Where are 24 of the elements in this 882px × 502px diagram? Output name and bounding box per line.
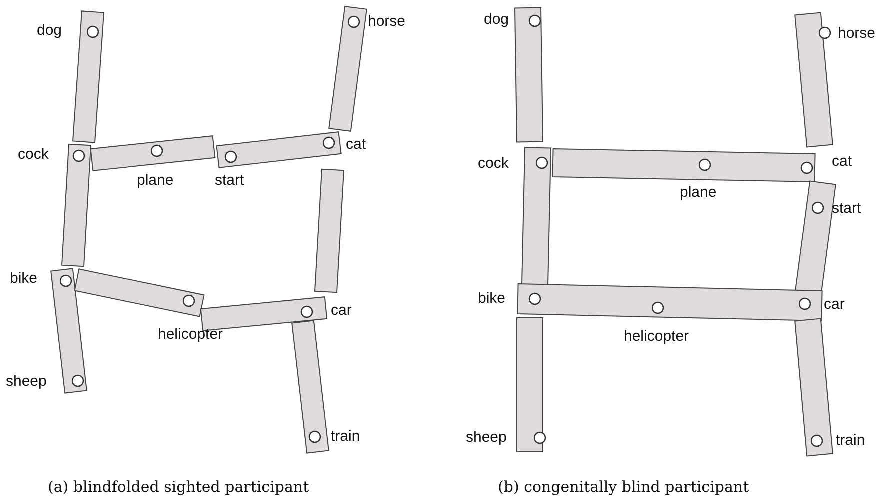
pin-label: cat bbox=[832, 153, 852, 171]
figure-caption: (b) congenitally blind participant bbox=[498, 478, 750, 496]
pin-label: cat bbox=[346, 136, 366, 154]
pin-label: bike bbox=[10, 270, 38, 288]
pin-label: cock bbox=[18, 146, 49, 164]
pin-label: cock bbox=[478, 155, 509, 173]
pin-label: helicopter bbox=[158, 326, 224, 344]
pin-label: horse bbox=[838, 25, 876, 43]
pin-label: helicopter bbox=[624, 328, 690, 346]
pin-label: sheep bbox=[6, 373, 47, 391]
pin-label: train bbox=[836, 432, 866, 450]
figure-caption: (a) blindfolded sighted participant bbox=[48, 478, 310, 496]
pin-label: train bbox=[331, 428, 360, 446]
pin-label: horse bbox=[368, 13, 406, 31]
pin-label: dog bbox=[484, 11, 510, 29]
pin-label: start bbox=[215, 172, 244, 190]
pin-label: car bbox=[824, 296, 845, 314]
pin-label: bike bbox=[478, 290, 506, 308]
pin-label: dog bbox=[37, 22, 62, 40]
pin-label: start bbox=[832, 200, 862, 218]
pin-label: plane bbox=[137, 172, 174, 190]
pin-label: plane bbox=[680, 184, 717, 202]
pin-label: sheep bbox=[466, 429, 507, 447]
pin-label: car bbox=[331, 302, 352, 320]
